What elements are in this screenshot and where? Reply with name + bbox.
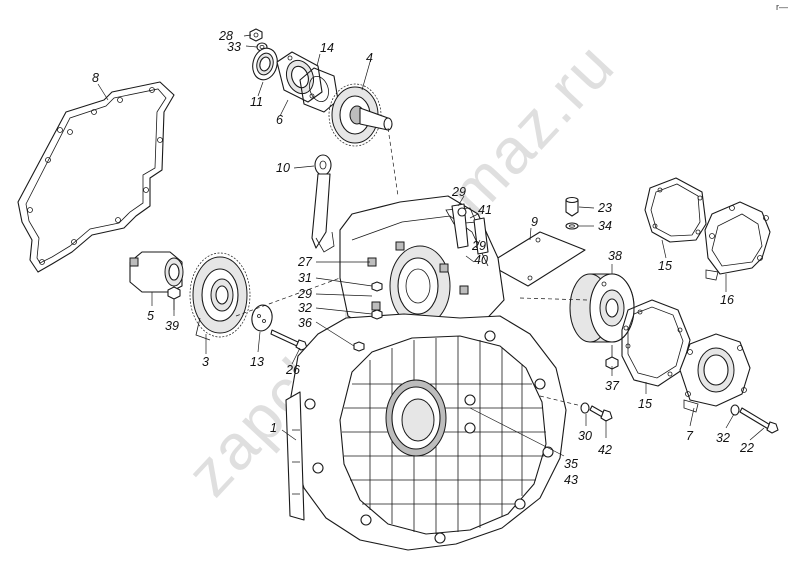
callout-34: 34 xyxy=(598,219,612,233)
part-8-timing-gasket xyxy=(17,81,175,273)
callout-10: 10 xyxy=(276,161,290,175)
callout-4: 4 xyxy=(366,51,373,65)
callout-11: 11 xyxy=(250,95,263,109)
callout-26: 26 xyxy=(285,363,300,377)
callout-27: 27 xyxy=(297,255,313,269)
callout-13: 13 xyxy=(250,355,264,369)
callout-39: 39 xyxy=(165,319,179,333)
callout-40: 40 xyxy=(474,253,488,267)
callout-labels: 28 33 14 4 8 11 6 10 29 41 9 23 34 29 40… xyxy=(92,29,754,487)
callout-15-upper: 15 xyxy=(658,259,672,273)
part-1-flywheel-housing xyxy=(285,195,567,551)
part-37-bolt xyxy=(605,345,619,370)
part-10-link-plate xyxy=(311,154,335,253)
part-11-seal xyxy=(252,47,278,81)
callout-30: 30 xyxy=(578,429,592,443)
callout-28: 28 xyxy=(218,29,233,43)
part-27-31-bolts xyxy=(353,281,383,352)
corner-mark: r— xyxy=(776,2,788,12)
callout-36: 36 xyxy=(298,316,312,330)
part-7-cover xyxy=(679,333,751,413)
callout-16: 16 xyxy=(720,293,734,307)
callout-7: 7 xyxy=(686,429,694,443)
part-15-gasket-upper xyxy=(644,177,707,243)
part-34-washer xyxy=(565,222,579,230)
callout-29-mid: 29 xyxy=(471,239,486,253)
callout-37: 37 xyxy=(605,379,620,393)
callout-5: 5 xyxy=(147,309,154,323)
callout-6: 6 xyxy=(276,113,283,127)
callout-23: 23 xyxy=(597,201,612,215)
part-13-disc xyxy=(251,304,273,332)
callout-15-lower: 15 xyxy=(638,397,652,411)
part-42-bolt xyxy=(589,405,613,422)
part-32-washer-right xyxy=(730,404,740,416)
callout-43: 43 xyxy=(564,473,578,487)
callout-38: 38 xyxy=(608,249,622,263)
callout-42: 42 xyxy=(598,443,612,457)
part-23-plug xyxy=(565,196,579,217)
part-26-bolt xyxy=(270,329,308,351)
callout-8: 8 xyxy=(92,71,99,85)
callout-33: 33 xyxy=(227,40,241,54)
part-16-cover xyxy=(704,201,771,281)
part-6-bearing-cover xyxy=(276,51,323,103)
part-30-washer xyxy=(580,402,590,414)
part-22-bolt xyxy=(739,407,779,434)
callout-9: 9 xyxy=(531,215,538,229)
callout-3: 3 xyxy=(202,355,209,369)
callout-32-right: 32 xyxy=(716,431,730,445)
part-3-drive-gear xyxy=(189,252,251,341)
callout-1: 1 xyxy=(270,421,277,435)
callout-29-top: 29 xyxy=(451,185,466,199)
leader-lines xyxy=(97,34,765,457)
callout-32-left: 32 xyxy=(298,301,312,315)
part-4-idler-gear xyxy=(328,83,393,147)
callout-41: 41 xyxy=(478,203,492,217)
callout-35: 35 xyxy=(564,457,578,471)
callout-29-left: 29 xyxy=(297,287,312,301)
callout-14: 14 xyxy=(320,41,334,55)
part-38-spacer-ring xyxy=(569,273,635,343)
part-28-nut xyxy=(249,28,263,42)
part-9-plate xyxy=(487,231,586,287)
callout-22: 22 xyxy=(739,441,754,455)
callout-31: 31 xyxy=(298,271,312,285)
part-5-bracket xyxy=(129,251,184,293)
